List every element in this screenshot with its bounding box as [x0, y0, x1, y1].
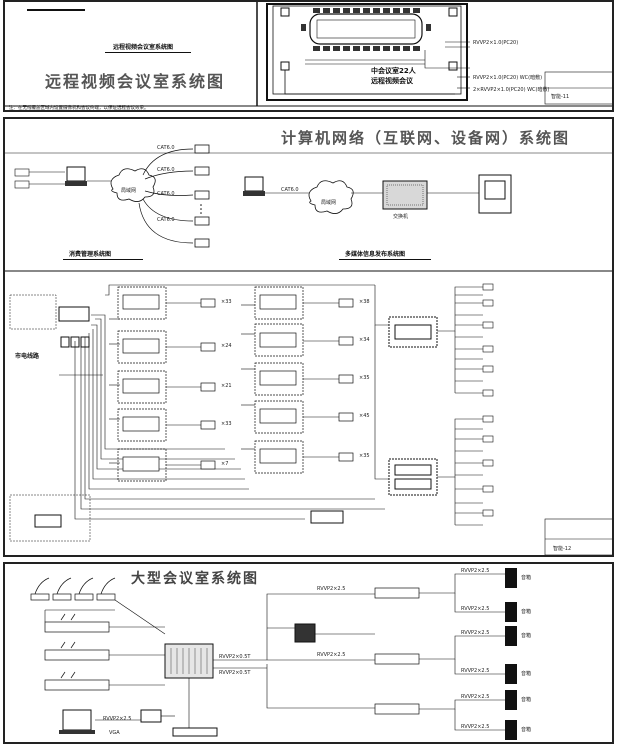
cable-label: RVVP2×2.5	[461, 668, 490, 674]
side-label: 市电线路	[15, 353, 40, 360]
cable-label: RVVP2×2.5	[461, 568, 490, 574]
right-caption: 多媒体信息发布系统图	[345, 251, 406, 258]
cable-b-label: RVVP2×0.5T	[219, 654, 251, 660]
port-count-left: ×33	[221, 421, 232, 427]
switch-label: 交换机	[393, 214, 409, 220]
sheet1-subtitle-underline	[105, 52, 191, 53]
port-count-left: ×7	[221, 461, 229, 467]
sheet1-drawing	[5, 2, 612, 107]
sheet3-title: 大型会议室系统图	[131, 571, 259, 587]
sheet1-subtitle: 远程视频会议室系统图	[113, 44, 174, 51]
port-count-mid: ×45	[359, 413, 370, 419]
cable-label-1: RVVP2×1.0(PC20)	[473, 40, 519, 46]
cable-a-label: RVVP2×2.5	[317, 652, 346, 658]
cable-label: CAT6.0	[157, 217, 175, 223]
cable-label-3: 2×RVVP2×1.0(PC20) WC(暗敷)	[473, 87, 550, 93]
port-count-left: ×24	[221, 343, 232, 349]
cable-label: CAT6.0	[157, 145, 175, 151]
cable-label: RVVP2×2.5	[461, 724, 490, 730]
cable-a-label: RVVP2×2.5	[317, 586, 346, 592]
sheet1-drawing-number: 智能-11	[551, 94, 570, 100]
sheet-video-conference: 远程视频会议室系统图 远程视频会议室系统图 注：在无线覆盖区域内设置摄像机和会议…	[3, 0, 614, 112]
room-label-1: 中会议室22人	[371, 67, 416, 75]
right-caption-underline	[339, 259, 431, 260]
cable-label-2: RVVP2×1.0(PC20) WC(暗敷)	[473, 75, 543, 81]
sheet2-drawing	[5, 144, 612, 555]
speaker-label: 音箱	[521, 633, 532, 639]
sheet2-title: 计算机网络（互联网、设备网）系统图	[281, 129, 571, 147]
cable-b-label: RVVP2×0.5T	[219, 670, 251, 676]
cable-a-label: RVVP2×2.5	[103, 716, 132, 722]
cable-label: CAT6.0	[157, 167, 175, 173]
cable-label: RVVP2×2.5	[461, 606, 490, 612]
cable-label: RVVP2×2.5	[461, 694, 490, 700]
sheet1-note: 注：在无线覆盖区域内设置摄像机和会议终端，以保证远程会议效果。	[9, 106, 149, 111]
port-count-mid: ×35	[359, 375, 370, 381]
sheet-computer-network: 计算机网络（互联网、设备网）系统图 消费管理系统图 多媒体信息发布系统图 CAT…	[3, 117, 614, 557]
left-caption-underline	[63, 259, 143, 260]
cable-label: CAT6.0	[157, 191, 175, 197]
sheet1-title: 远程视频会议室系统图	[45, 72, 226, 91]
cloud-label: 局域网	[121, 188, 137, 194]
sheet3-drawing	[30, 568, 517, 740]
speaker-label: 音箱	[521, 609, 532, 615]
sheet-large-conference: 大型会议室系统图 RVVP2×2.5 RVVP2×2.5 RVVP2×0.5T …	[3, 562, 614, 744]
vga-label: VGA	[109, 730, 120, 736]
left-caption: 消费管理系统图	[69, 251, 112, 258]
sheet2-drawing-number: 智能-12	[553, 546, 572, 552]
room-label-2: 远程视频会议	[371, 77, 413, 85]
cloud-label: 局域网	[321, 200, 337, 206]
port-count-left: ×21	[221, 383, 232, 389]
port-count-left: ×33	[221, 299, 232, 305]
cable-label: CAT6.0	[281, 187, 299, 193]
speaker-label: 音箱	[521, 575, 532, 581]
cable-label: RVVP2×2.5	[461, 630, 490, 636]
speaker-label: 音箱	[521, 671, 532, 677]
port-count-mid: ×34	[359, 337, 370, 343]
speaker-label: 音箱	[521, 727, 532, 733]
port-count-mid: ×35	[359, 453, 370, 459]
speaker-label: 音箱	[521, 697, 532, 703]
port-count-mid: ×38	[359, 299, 370, 305]
